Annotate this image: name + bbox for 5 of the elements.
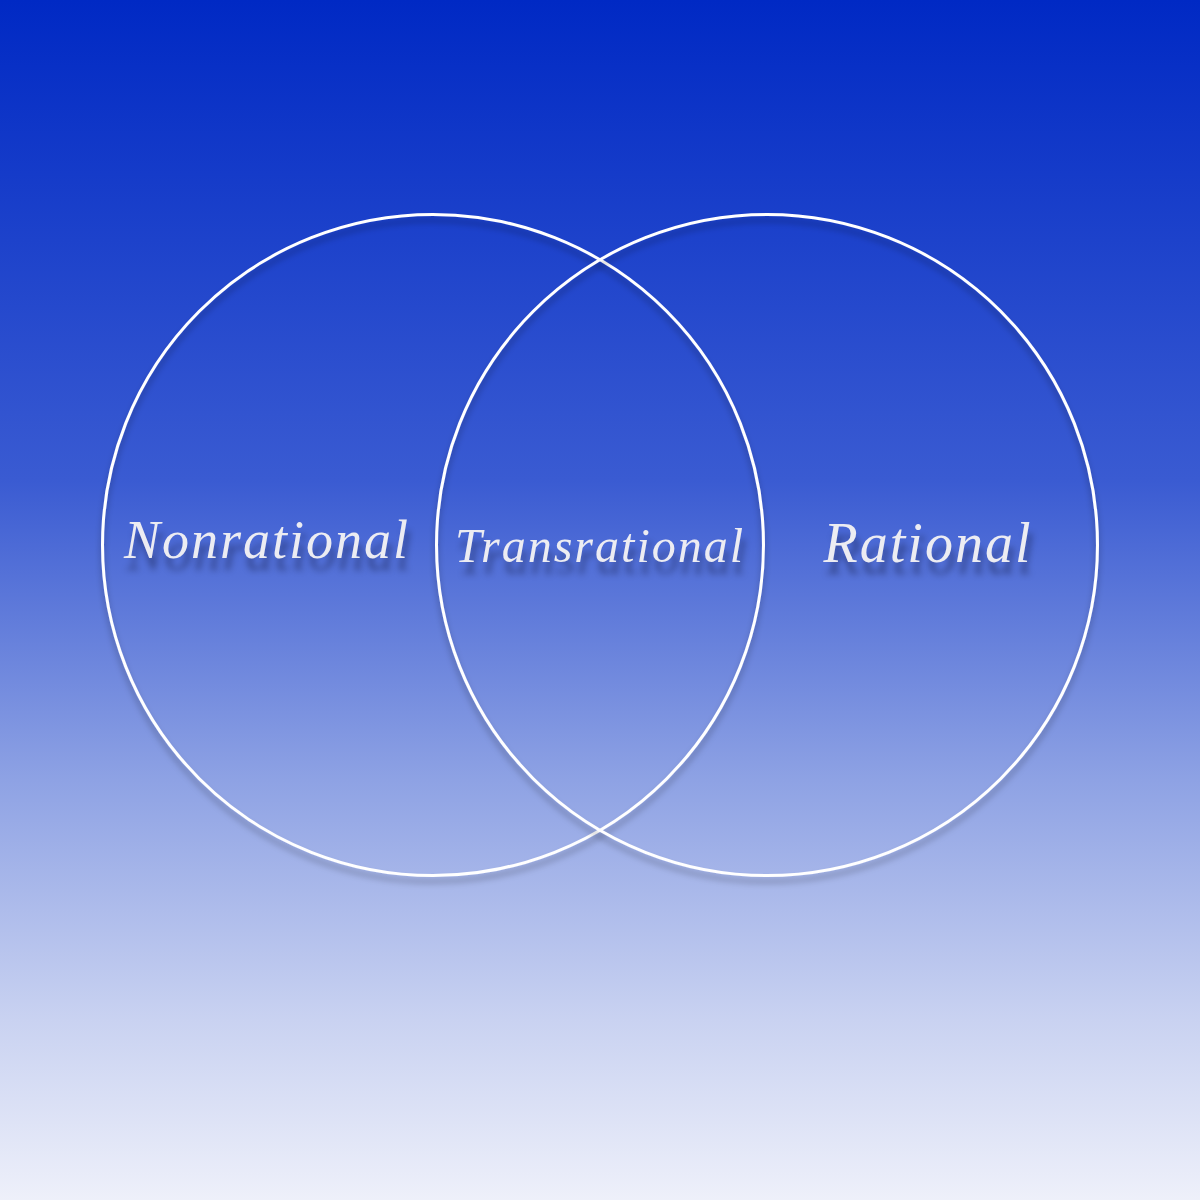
circle-label: Rational [823,511,1033,575]
circle-label: Nonrational [124,509,410,571]
venn-circle [435,213,1099,877]
venn-circle [101,213,765,877]
overlap-label: Transrational [454,517,746,573]
